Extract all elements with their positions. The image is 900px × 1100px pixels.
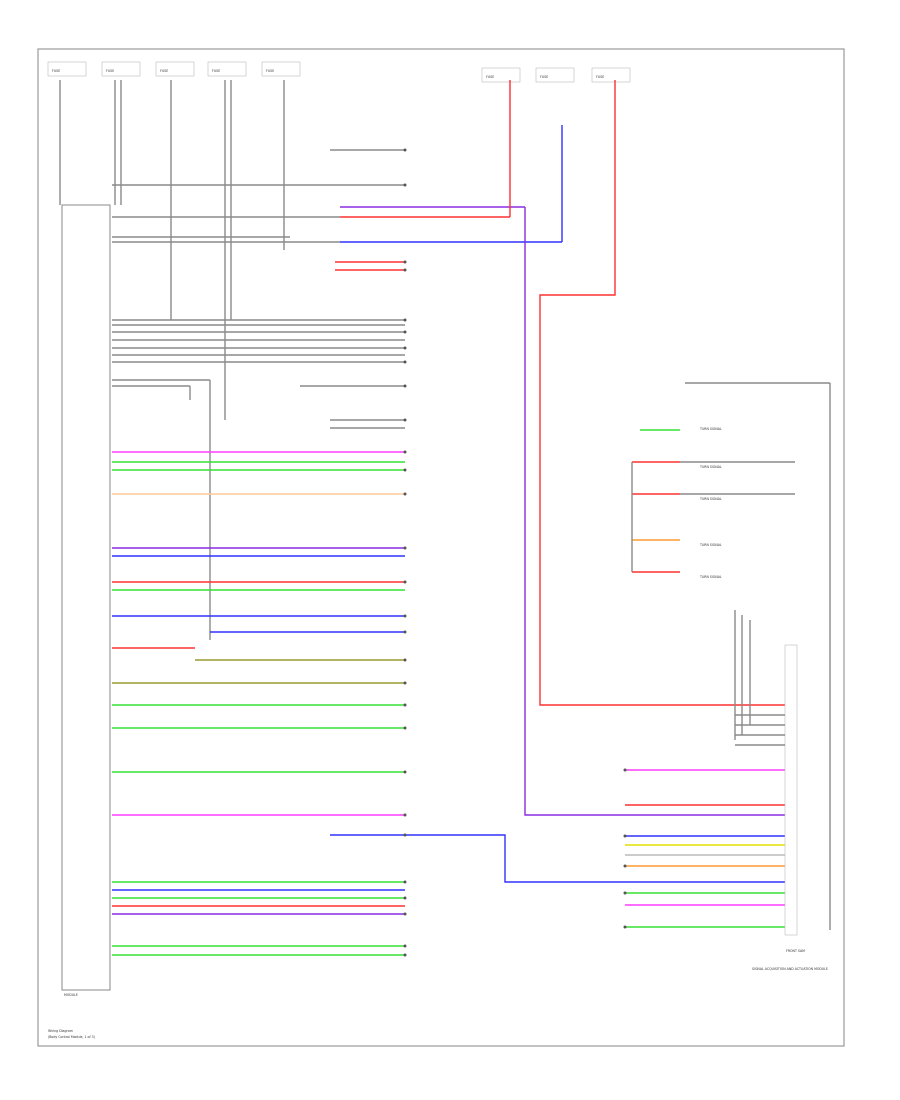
turn-signal-label: TURN SIGNAL	[699, 543, 722, 547]
footer-note: Wiring Diagram	[48, 1029, 73, 1033]
main-module-box	[61, 204, 111, 991]
fuse-label: FUSE	[212, 69, 220, 73]
diagram-frame	[37, 48, 845, 1047]
colored-wires	[112, 206, 562, 956]
fuse-box	[101, 61, 141, 77]
footer-sub: (Body Control Module, 1 of 3)	[48, 1035, 95, 1039]
turn-signal-label: TURN SIGNAL	[699, 465, 722, 469]
top-right-fuse-boxes: FUSE FUSE FUSE	[481, 67, 631, 83]
right-module-box	[784, 644, 798, 936]
fuse-box	[261, 61, 301, 77]
fuse-label: FUSE	[160, 69, 168, 73]
fuse-label: FUSE	[106, 69, 114, 73]
turn-signal-label: TURN SIGNAL	[699, 497, 722, 501]
routing-wires	[405, 80, 785, 928]
fuse-box	[481, 67, 521, 83]
right-module-name: FRONT SAM	[786, 949, 805, 953]
fuse-box	[207, 61, 247, 77]
top-fuse-boxes: FUSE FUSE FUSE FUSE FUSE	[47, 61, 301, 77]
fuse-box	[535, 67, 575, 83]
connector-dots	[403, 148, 627, 957]
fuse-box	[591, 67, 631, 83]
right-module-caption: SIGNAL ACQUISITION AND ACTUATION MODULE	[752, 967, 828, 971]
fuse-feeds	[59, 80, 285, 420]
fuse-label: FUSE	[596, 75, 604, 79]
fuse-box	[47, 61, 87, 77]
fuse-label: FUSE	[486, 75, 494, 79]
fuse-label: FUSE	[52, 69, 60, 73]
turn-signal-label: TURN SIGNAL	[699, 575, 722, 579]
main-module-label: MODULE	[64, 993, 78, 997]
turn-signal-cluster: TURN SIGNAL TURN SIGNAL TURN SIGNAL TURN…	[631, 427, 795, 579]
fuse-label: FUSE	[540, 75, 548, 79]
turn-signal-label: TURN SIGNAL	[699, 427, 722, 431]
upper-gray-wires	[112, 149, 405, 640]
fuse-box	[155, 61, 195, 77]
fuse-label: FUSE	[266, 69, 274, 73]
right-module: FRONT SAM SIGNAL ACQUISITION AND ACTUATI…	[685, 382, 831, 971]
